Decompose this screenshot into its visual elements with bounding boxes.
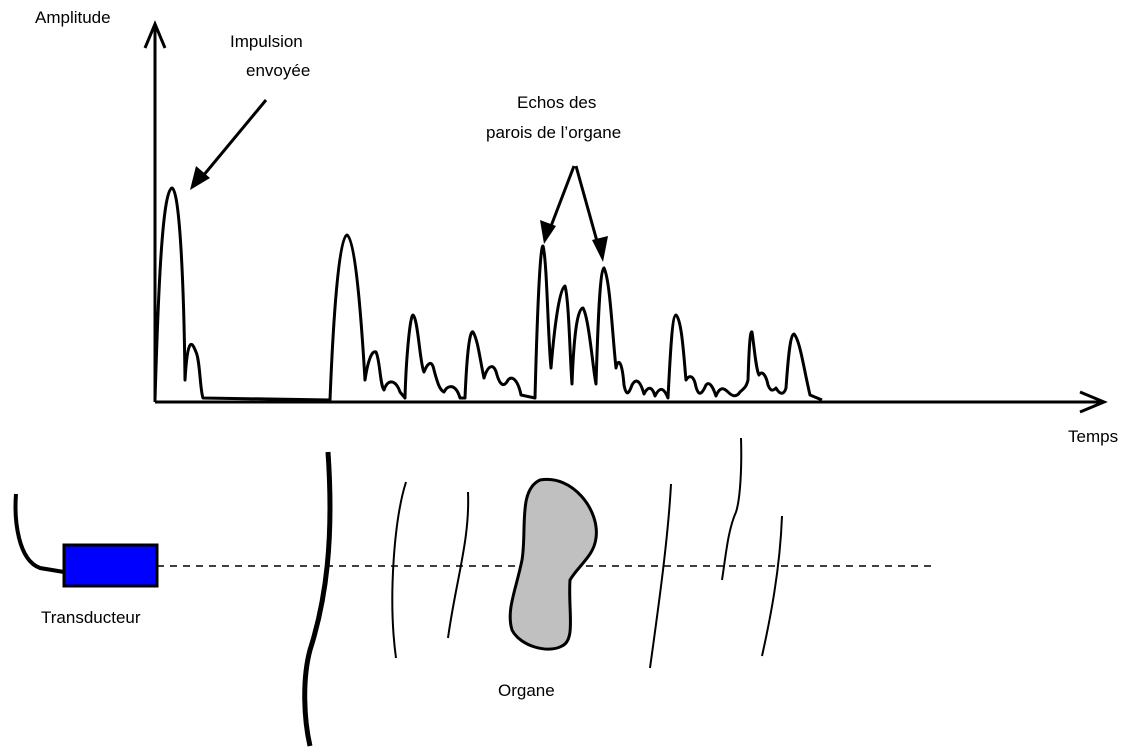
tissue-interface-2 — [447, 491, 470, 639]
organ-shape — [508, 477, 598, 651]
echo-arrowhead-right — [592, 236, 608, 262]
organ-label: Organe — [498, 681, 555, 700]
transducer-cable — [13, 493, 65, 574]
transducer-label: Transducteur — [41, 608, 141, 627]
pulse-label-line2: envoyée — [246, 61, 310, 80]
echo-label-line1: Echos des — [517, 93, 596, 112]
y-axis-label: Amplitude — [35, 8, 111, 27]
x-axis-label: Temps — [1068, 427, 1118, 446]
signal-trace — [153, 186, 823, 402]
y-axis-arrowhead — [143, 20, 167, 49]
transducer-probe — [62, 543, 159, 588]
skin-interface — [302, 451, 333, 747]
echo-arrow-right — [574, 165, 602, 253]
echo-arrowhead-left — [540, 220, 556, 244]
pulse-arrow — [196, 99, 268, 183]
pulse-label-line1: Impulsion — [230, 32, 303, 51]
echo-label-line2: parois de l’organe — [486, 123, 621, 142]
tissue-interface-1 — [391, 481, 407, 659]
pulse-arrowhead — [190, 166, 210, 190]
tissue-interface-5 — [761, 515, 783, 657]
tissue-interface-4 — [721, 437, 743, 581]
echo-arrow-left — [546, 165, 576, 235]
x-axis-arrowhead — [1079, 390, 1108, 414]
tissue-interface-3 — [649, 483, 672, 669]
